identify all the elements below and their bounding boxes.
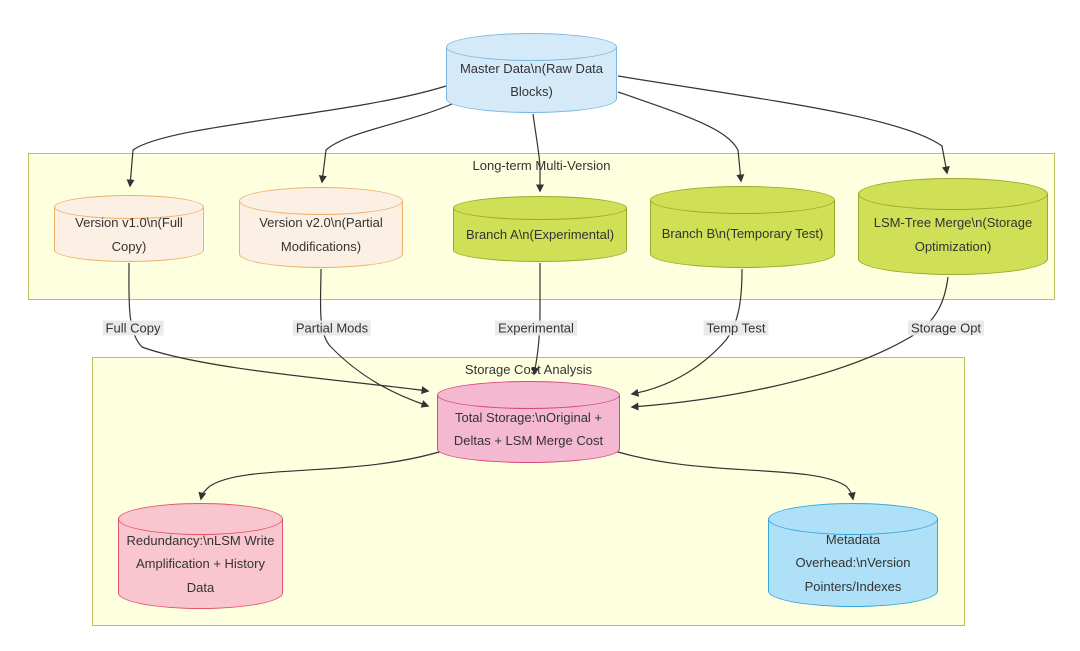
node-label: Redundancy:\nLSM Write Amplification + H… [126, 532, 275, 595]
edge-branch-a-to-total [531, 263, 541, 376]
node-label: Master Data\n(Raw Data Blocks) [459, 60, 604, 99]
edge-label-full-copy: Full Copy [102, 320, 164, 336]
edge-label-storage-opt: Storage Opt [907, 320, 985, 336]
node-metadata-overhead: Metadata Overhead:\nVersion Pointers/Ind… [768, 503, 938, 607]
node-redundancy: Redundancy:\nLSM Write Amplification + H… [118, 503, 283, 609]
edge-label-experimental: Experimental [495, 320, 577, 336]
edge-lsm-to-total [630, 276, 949, 411]
edge-branch-b-to-total [630, 268, 743, 397]
edge-total-to-metadata [601, 446, 856, 501]
edge-label-temp-test: Temp Test [703, 320, 769, 336]
node-master-data: Master Data\n(Raw Data Blocks) [446, 33, 617, 113]
edge-master-to-branch-a [532, 113, 544, 193]
edge-v1-to-total [128, 262, 430, 395]
cylinder-cap [768, 503, 938, 535]
node-label: Branch A\n(Experimental) [465, 227, 615, 243]
node-label: Version v2.0\n(Partial Modifications) [259, 215, 383, 254]
cylinder-cap [650, 186, 835, 214]
node-total-storage: Total Storage:\nOriginal + Deltas + LSM … [437, 381, 620, 463]
cylinder-cap [54, 195, 204, 219]
cylinder-cap [239, 187, 403, 215]
subgraph-label: Long-term Multi-Version [472, 158, 611, 173]
cylinder-cap [118, 503, 283, 535]
edge-label-partial-mods: Partial Mods [292, 320, 372, 336]
node-branch-a: Branch A\n(Experimental) [453, 196, 627, 262]
subgraph-label: Storage Cost Analysis [464, 362, 593, 377]
node-lsm-tree-merge: LSM-Tree Merge\n(Storage Optimization) [858, 178, 1048, 275]
edge-master-to-lsm [617, 75, 950, 175]
edge-v2-to-total [319, 268, 430, 408]
node-label: LSM-Tree Merge\n(Storage Optimization) [873, 215, 1033, 254]
node-label: Branch B\n(Temporary Test) [661, 226, 824, 242]
cylinder-cap [446, 33, 617, 61]
node-branch-b: Branch B\n(Temporary Test) [650, 186, 835, 268]
node-label: Version v1.0\n(Full Copy) [75, 215, 183, 254]
node-label: Metadata Overhead:\nVersion Pointers/Ind… [795, 531, 911, 594]
edge-master-to-v2 [318, 103, 453, 184]
node-version-v2: Version v2.0\n(Partial Modifications) [239, 187, 403, 268]
edge-master-to-branch-b [617, 91, 745, 183]
cylinder-cap [453, 196, 627, 220]
edge-total-to-redundancy [198, 446, 456, 501]
cylinder-cap [858, 178, 1048, 210]
node-label: Total Storage:\nOriginal + Deltas + LSM … [453, 409, 604, 448]
node-version-v1: Version v1.0\n(Full Copy) [54, 195, 204, 262]
cylinder-cap [437, 381, 620, 409]
edge-master-to-v1 [126, 85, 447, 188]
